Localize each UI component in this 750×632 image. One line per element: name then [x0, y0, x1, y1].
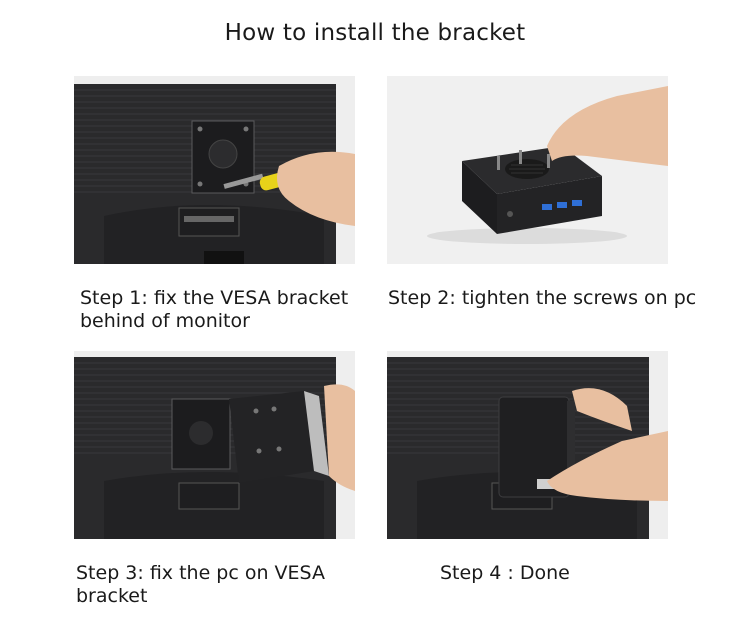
page-title: How to install the bracket — [224, 20, 526, 46]
step1-caption: Step 1: fix the VESA bracket behind of m… — [80, 287, 349, 332]
step3-caption: Step 3: fix the pc on VESA bracket — [76, 562, 325, 607]
step2-photo — [387, 76, 668, 264]
step2-caption: Step 2: tighten the screws on pc — [388, 287, 697, 309]
step1-photo — [74, 76, 355, 264]
step3-photo — [74, 351, 355, 539]
step4-photo — [387, 351, 668, 539]
step4-caption: Step 4 : Done — [440, 562, 570, 584]
